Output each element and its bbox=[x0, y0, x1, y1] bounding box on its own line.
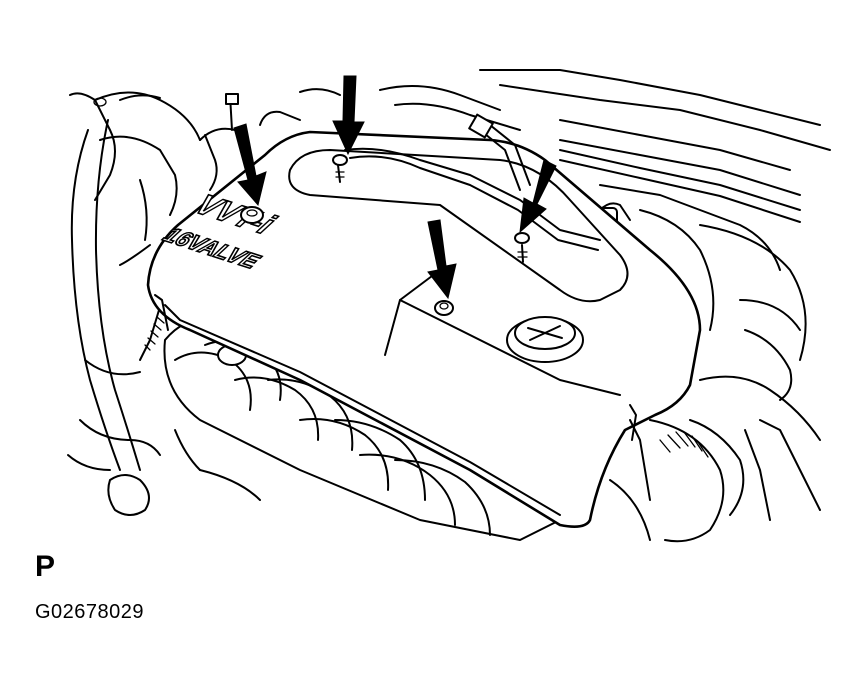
engine-cover-illustration: VVT-i 16VALVE bbox=[67, 69, 831, 543]
cover-nut-left bbox=[240, 206, 264, 224]
background-components-left bbox=[67, 91, 301, 516]
callout-arrows bbox=[233, 75, 557, 300]
oil-filler-cap bbox=[506, 316, 584, 363]
figure-code: G02678029 bbox=[35, 601, 145, 623]
background-components-right bbox=[299, 69, 831, 543]
arrow-nut-rear-right bbox=[519, 159, 557, 234]
arrow-nut-rear-left bbox=[332, 75, 365, 156]
cover-nut-center bbox=[434, 300, 454, 316]
cover-nut-rear-left bbox=[332, 154, 348, 183]
arrow-nut-center bbox=[427, 219, 457, 300]
cover-nut-rear-right bbox=[514, 232, 530, 263]
view-label: P bbox=[35, 550, 56, 583]
wire-harness bbox=[344, 113, 601, 251]
arrow-nut-left bbox=[233, 123, 267, 207]
